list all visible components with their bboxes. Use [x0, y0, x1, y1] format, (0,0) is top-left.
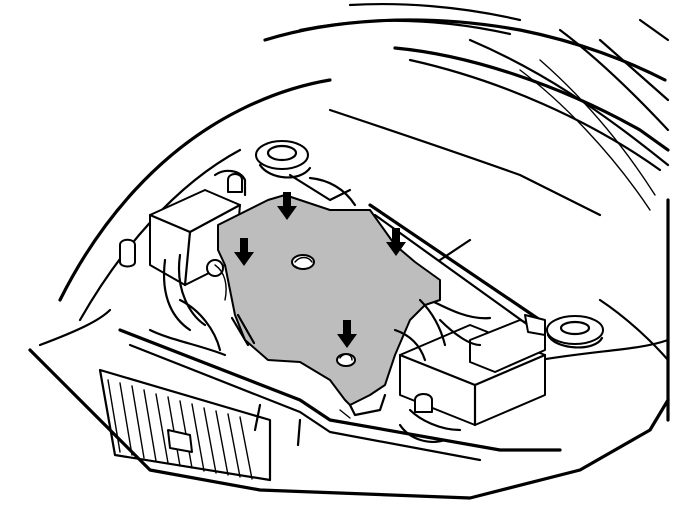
down-arrow-icon [386, 228, 406, 256]
left-components [119, 169, 247, 357]
hoses [230, 298, 447, 362]
right-strut-tower [546, 315, 604, 349]
strut-brace [368, 203, 546, 336]
down-arrow-icon [337, 320, 357, 348]
arrow-group [234, 192, 406, 348]
car-body-outline [28, 78, 670, 500]
right-components [398, 298, 547, 443]
engine-cover [214, 194, 441, 419]
front-grille [98, 368, 272, 482]
cover-fixing-point [336, 353, 356, 367]
oil-filler-cap [291, 254, 315, 270]
front-crossmember [118, 328, 562, 462]
open-hood [263, 2, 670, 217]
down-arrow-icon [234, 238, 254, 266]
left-strut-tower [255, 140, 357, 207]
down-arrow-icon [277, 192, 297, 220]
